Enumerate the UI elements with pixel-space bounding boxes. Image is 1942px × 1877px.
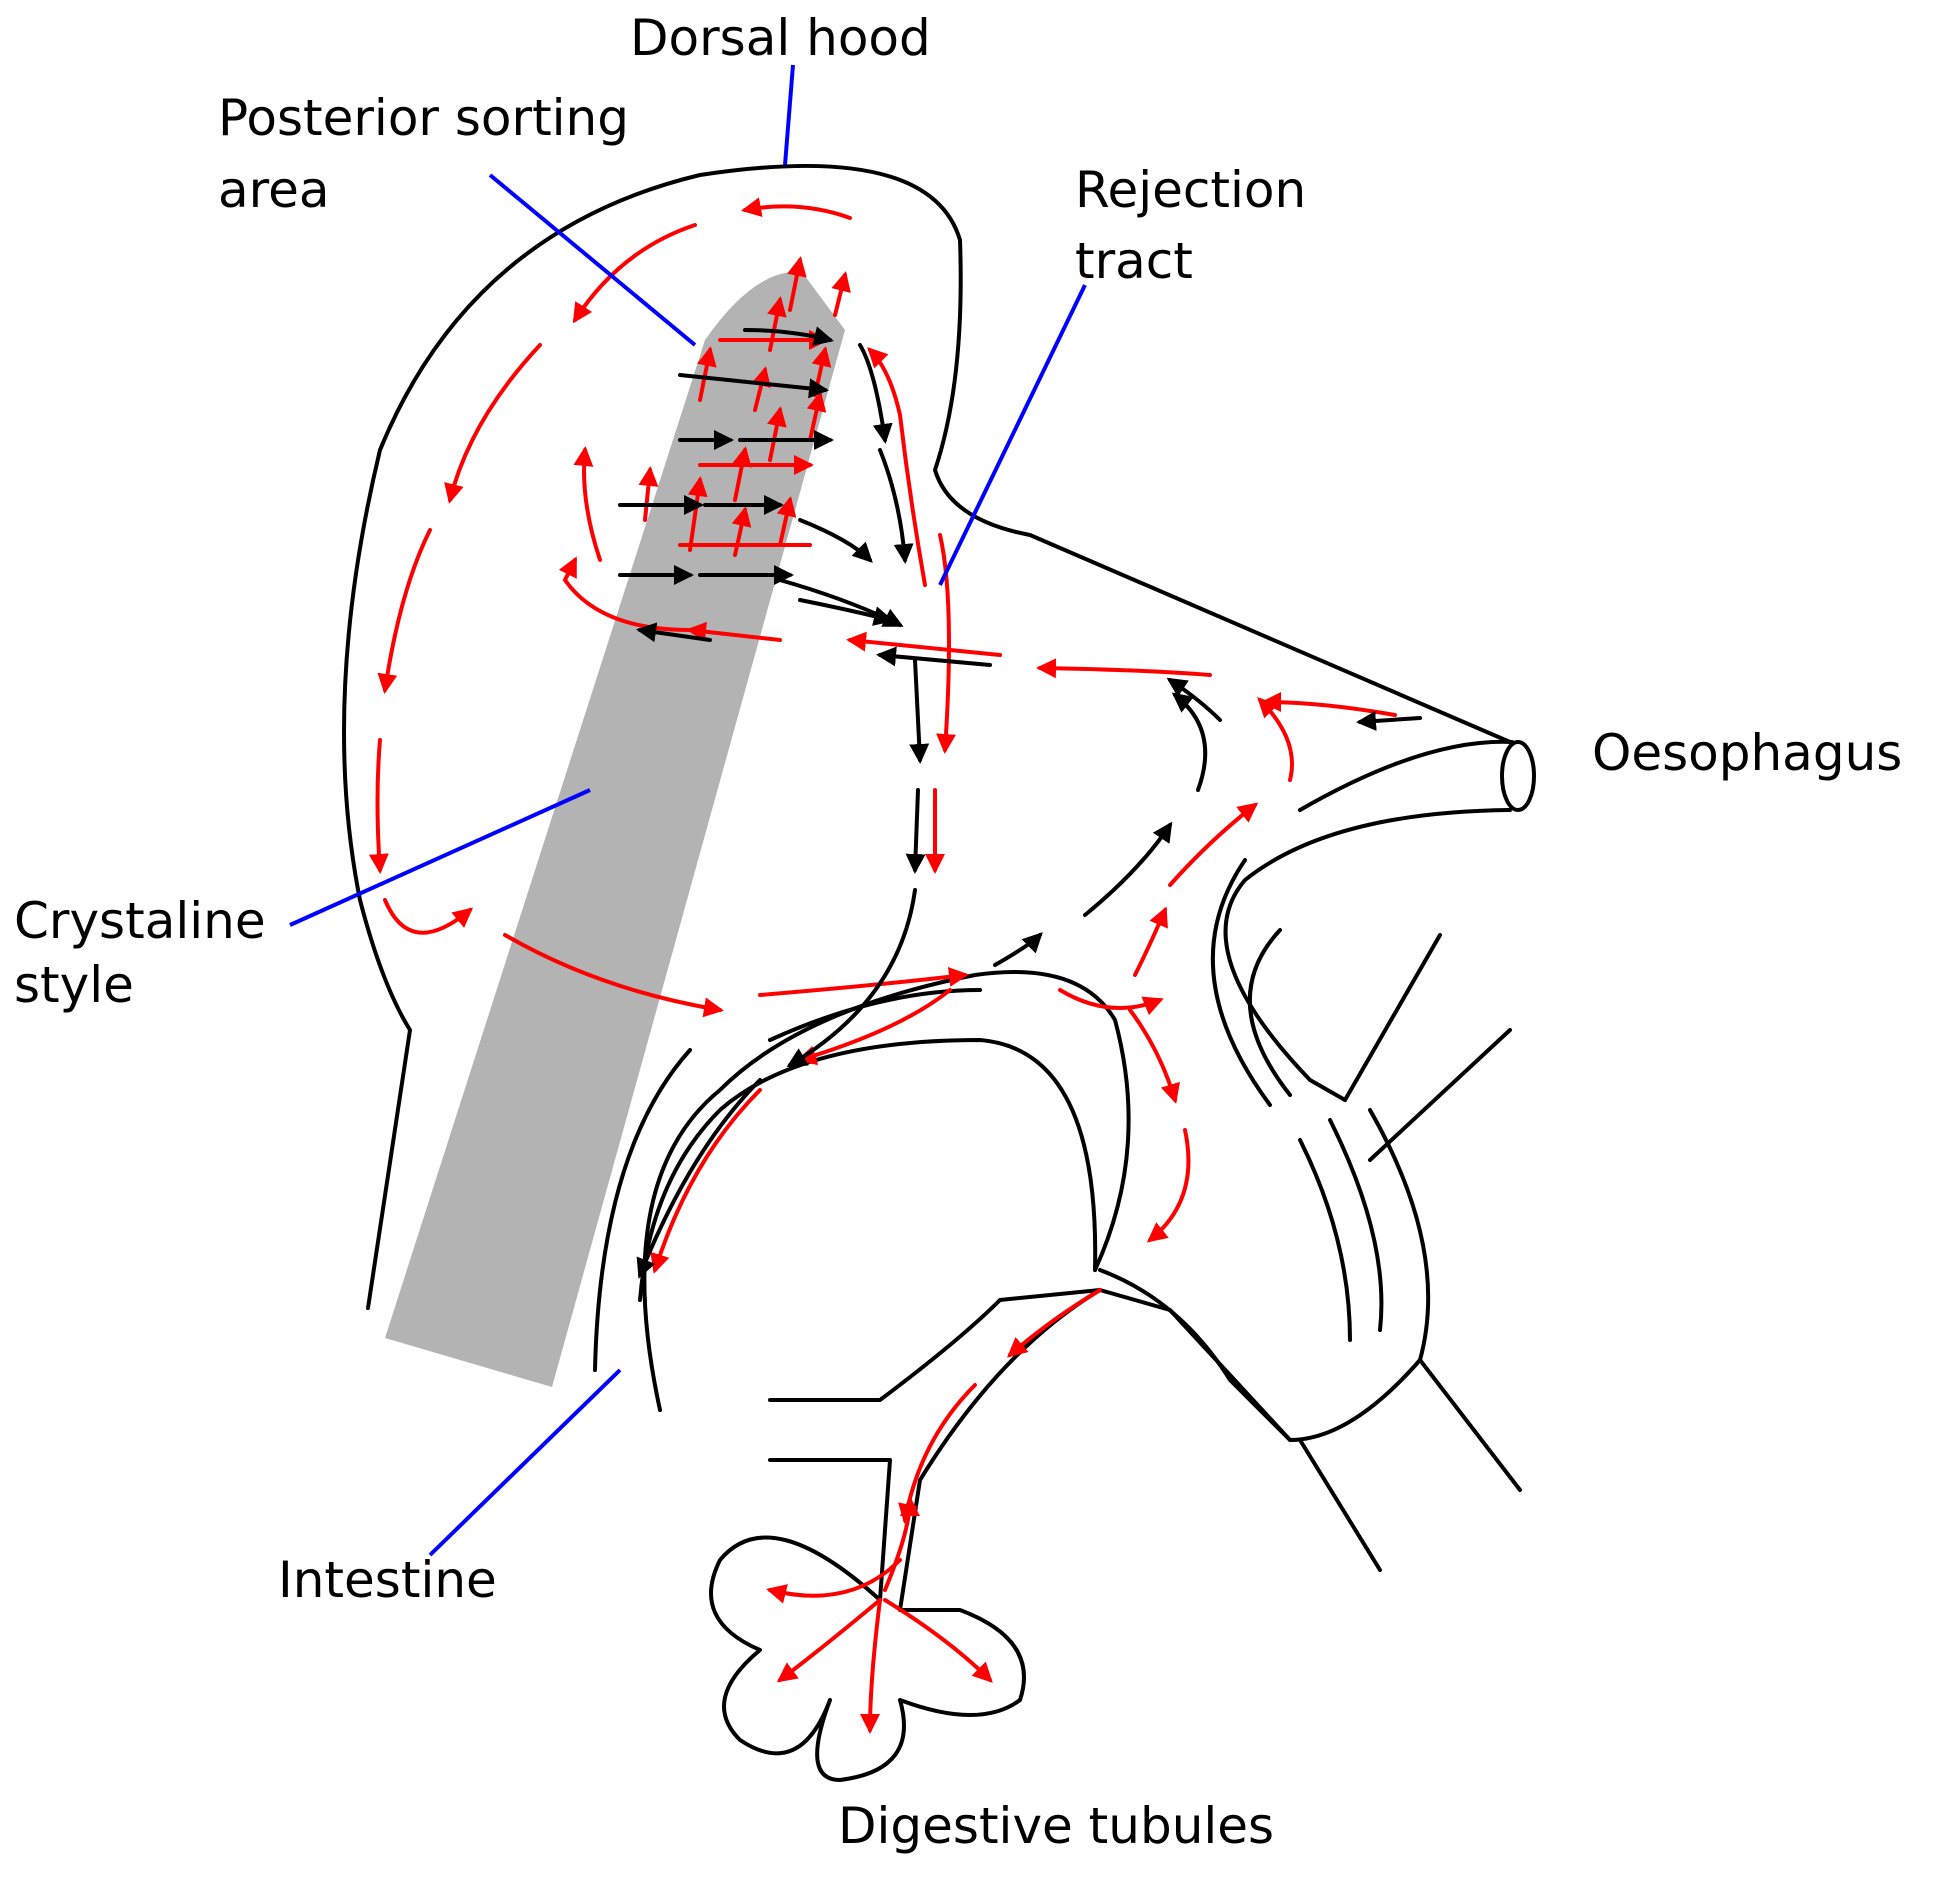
black-flow-arrow: [798, 598, 894, 626]
red-flow-arrow: [687, 476, 708, 552]
label-oesophagus: Oesophagus: [1592, 724, 1902, 782]
red-flow-arrow: [867, 347, 927, 587]
red-flow-arrow: [883, 1598, 993, 1683]
label-crystaline-style-line2: style: [14, 956, 134, 1014]
red-flow-arrow: [766, 1558, 902, 1604]
red-flow-arrow: [846, 631, 1002, 657]
black-flow-arrow: [878, 448, 914, 564]
label-rejection-tract-line1: Rejection: [1075, 161, 1306, 219]
leader-line-crystaline-style: [289, 788, 591, 927]
red-flow-arrow: [883, 1496, 920, 1592]
black-flow-arrow: [1356, 710, 1422, 731]
black-flow-arrow: [1083, 821, 1173, 917]
red-flow-arrow: [1261, 692, 1397, 717]
red-flow-arrow: [1146, 1128, 1191, 1243]
red-flow-arrows: [368, 197, 1397, 1734]
leader-line-posterior-sorting-area: [488, 173, 697, 347]
leader-line-intestine: [428, 1368, 622, 1557]
red-flow-arrow: [1168, 802, 1259, 887]
red-flow-arrow: [806, 391, 827, 442]
red-flow-arrow: [732, 446, 752, 502]
red-flow-arrow: [503, 933, 724, 1018]
red-flow-arrow: [572, 223, 697, 324]
stomach-outline: [342, 163, 1536, 1782]
red-flow-arrow: [444, 343, 542, 504]
black-flow-arrow: [636, 622, 712, 643]
red-flow-arrow: [787, 256, 807, 312]
leader-line-dorsal-hood: [783, 64, 795, 166]
black-flow-arrow: [1166, 677, 1222, 722]
label-rejection-tract-line2: tract: [1075, 232, 1193, 290]
red-flow-arrow: [831, 271, 851, 317]
label-posterior-sorting-area-line2: area: [218, 161, 330, 219]
label-intestine: Intestine: [278, 1551, 497, 1609]
red-flow-arrow: [377, 528, 432, 694]
leader-line-rejection-tract: [938, 284, 1087, 586]
black-flow-arrow: [858, 343, 893, 444]
red-flow-arrow: [638, 466, 659, 522]
red-flow-arrow: [697, 346, 717, 402]
black-flow-arrow: [636, 1078, 762, 1279]
black-flow-arrow: [743, 326, 834, 346]
red-flow-arrow: [731, 506, 752, 557]
red-flow-arrow: [558, 556, 692, 632]
red-flow-arrow: [936, 533, 957, 754]
red-flow-arrow: [1006, 1288, 1102, 1358]
red-flow-arrow: [758, 966, 969, 997]
black-flow-arrow: [993, 932, 1043, 967]
red-flow-arrow: [751, 366, 771, 412]
leader-lines: [289, 64, 1087, 1557]
black-flow-arrows: [618, 326, 1422, 1279]
red-flow-arrow: [776, 496, 797, 547]
red-flow-arrow: [573, 446, 602, 562]
red-flow-arrow: [650, 1088, 762, 1274]
red-flow-arrow: [1128, 1008, 1180, 1104]
red-flow-arrow: [1058, 988, 1164, 1016]
diagram-labels: Dorsal hood Posterior sorting area Rejec…: [14, 9, 1902, 1855]
black-flow-arrow: [909, 658, 930, 764]
black-flow-arrow: [678, 373, 829, 399]
black-flow-arrow: [798, 518, 873, 563]
label-crystaline-style-line1: Crystaline: [14, 892, 266, 950]
red-flow-arrow: [741, 197, 852, 220]
red-flow-arrow: [860, 1598, 882, 1734]
label-dorsal-hood: Dorsal hood: [630, 9, 931, 67]
red-flow-arrow: [1257, 697, 1294, 782]
label-posterior-sorting-area-line1: Posterior sorting: [218, 89, 629, 147]
red-flow-arrow: [383, 898, 474, 935]
red-flow-arrow: [368, 738, 389, 874]
crystalline-style-shape: [385, 271, 845, 1388]
black-flow-arrow: [1171, 692, 1208, 792]
red-flow-arrow: [776, 1598, 882, 1683]
red-flow-arrow: [1133, 906, 1168, 977]
label-digestive-tubules: Digestive tubules: [838, 1797, 1274, 1855]
black-flow-arrow: [905, 788, 926, 874]
red-flow-arrow: [686, 621, 782, 642]
red-flow-arrow: [1036, 658, 1212, 679]
red-flow-arrow: [796, 988, 952, 1065]
black-flow-arrow: [876, 646, 992, 667]
red-flow-arrow: [767, 406, 787, 462]
black-flow-arrow: [786, 888, 917, 1068]
